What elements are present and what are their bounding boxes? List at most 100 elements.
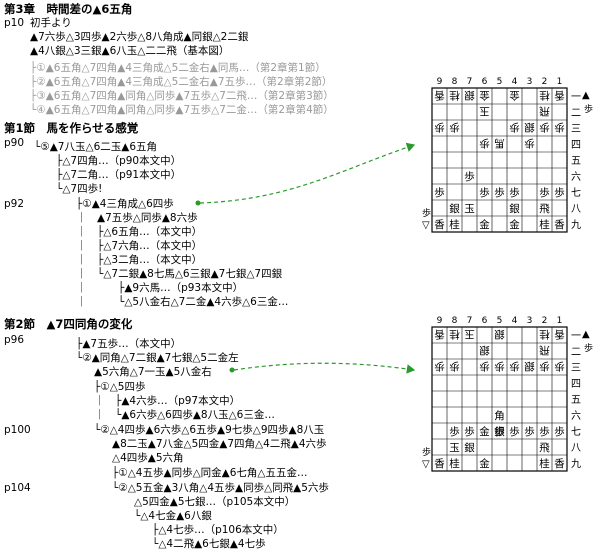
- gote-piece: 歩: [479, 360, 490, 373]
- arrow-to-board1: [199, 142, 416, 204]
- sente-piece: 桂: [539, 457, 550, 470]
- file-label: 4: [512, 316, 518, 326]
- gote-piece: 歩: [539, 121, 550, 134]
- move-line: ▲5六角△7一玉▲5八金右: [94, 366, 212, 378]
- sente-piece: 金: [509, 218, 520, 231]
- move-line: ▲8二玉▲7八金△5四金▲7四角△4二飛▲4六歩: [112, 438, 327, 450]
- rank-label: 七: [571, 426, 581, 438]
- sente-piece: 桂: [539, 218, 550, 231]
- arrow1-origin-dot: [195, 200, 201, 206]
- move-line: ├③▲6五角△7四角▲同角△同歩▲7五歩△7二飛…（第2章第3節）: [30, 90, 334, 102]
- gote-piece: 金: [479, 89, 490, 102]
- rank-label: 五: [571, 395, 581, 406]
- move-line: └△4七金▲6八銀: [134, 510, 212, 522]
- move-line: └⑤▲7八玉△6二玉▲6五角: [34, 141, 158, 153]
- move-line: ｜ ├△7六角…（本文中）: [76, 240, 203, 252]
- gote-piece: 金: [509, 89, 520, 102]
- sente-piece: 歩: [479, 186, 490, 199]
- sente-piece: 銀: [449, 202, 460, 215]
- rank-label: 九: [571, 458, 581, 470]
- page-ref-p92: p92: [4, 198, 25, 210]
- board-frame: [431, 87, 568, 233]
- gote-piece: 歩: [554, 360, 565, 373]
- gote-piece: 歩: [539, 360, 550, 373]
- move-line: 初手より: [30, 17, 72, 29]
- gote-piece: 歩: [449, 121, 460, 134]
- rank-label: 八: [571, 204, 581, 215]
- gote-hand-piece: 歩: [584, 342, 593, 354]
- move-line: ├①▲6五角△7四角▲4三角成△5二金右▲同馬…（第2章第1節）: [30, 62, 326, 74]
- sente-piece: 玉: [449, 442, 460, 454]
- sente-piece: 歩: [509, 186, 520, 199]
- gote-hand: ▲: [582, 329, 590, 340]
- gote-piece: 玉: [464, 328, 475, 340]
- sente-piece: 歩: [509, 425, 520, 438]
- file-label: 5: [497, 316, 503, 326]
- rank-label: 四: [571, 379, 581, 390]
- move-line: └②△5五金▲3八角△4五歩▲同歩△同飛▲5六歩: [112, 482, 329, 494]
- page-ref-p100: p100: [4, 424, 31, 436]
- gote-piece: 香: [554, 328, 565, 340]
- gote-piece: 銀: [464, 89, 475, 102]
- rank-label: 一: [571, 92, 581, 103]
- gote-piece: 飛: [539, 105, 550, 117]
- move-line: △4四歩▲5六角: [112, 452, 184, 464]
- sente-piece: 金: [479, 425, 490, 438]
- rank-label: 六: [571, 171, 581, 183]
- move-line: ├△7二角…（p91本文中）: [56, 169, 182, 181]
- sente-piece: 歩: [554, 425, 565, 438]
- chapter-title: 第3章 時間差の▲6五角: [4, 2, 133, 16]
- gote-piece: 歩: [509, 360, 520, 373]
- sente-hand-piece: 歩: [422, 446, 431, 458]
- sente-piece: 歩: [449, 425, 460, 438]
- rank-label: 一: [571, 331, 581, 342]
- page-ref-p104: p104: [4, 482, 31, 494]
- gote-piece: 銀: [494, 328, 505, 341]
- sente-piece: 香: [434, 458, 445, 470]
- gote-piece: 歩: [524, 137, 535, 150]
- sente-piece: 歩: [554, 186, 565, 199]
- gote-piece: 銀: [479, 344, 490, 357]
- sente-piece: 歩: [464, 170, 475, 183]
- file-label: 8: [452, 77, 458, 87]
- move-line: └②▲同角△7二銀▲7七銀△5二金左: [76, 352, 239, 364]
- move-line: └△4二飛▲6七銀▲4七歩: [152, 538, 266, 550]
- file-label: 5: [497, 77, 503, 87]
- sente-piece: 飛: [539, 442, 550, 454]
- sente-piece: 歩: [434, 186, 445, 199]
- rank-label: 八: [571, 443, 581, 454]
- rank-label: 二: [571, 347, 581, 358]
- sente-piece: 銀: [509, 202, 520, 215]
- gote-piece: 歩: [494, 360, 505, 373]
- gote-piece: 歩: [479, 137, 490, 150]
- sente-piece: 桂: [449, 457, 460, 470]
- gote-piece: 玉: [479, 105, 490, 117]
- sente-piece: 香: [554, 219, 565, 231]
- rank-label: 二: [571, 108, 581, 119]
- file-label: 4: [512, 77, 518, 87]
- move-line: ｜ └△7二銀▲8七馬△6三銀▲7七銀△7四銀: [76, 268, 283, 280]
- arrow-to-board2: [233, 362, 416, 374]
- gote-piece: 銀: [524, 360, 535, 373]
- section2-title: 第2節 ▲7四同角の変化: [4, 317, 133, 331]
- rank-label: 七: [571, 187, 581, 199]
- gote-piece: 桂: [449, 328, 460, 341]
- file-label: 3: [527, 316, 533, 326]
- move-line: ｜ ├▲4六歩…（p97本文中）: [94, 395, 241, 407]
- file-label: 6: [482, 316, 488, 326]
- gote-piece: 飛: [539, 344, 550, 356]
- sente-hand: ▽: [422, 220, 430, 231]
- move-line: ├②▲6五角△7四角▲4三角成△5二金右▲7五歩…（第2章第2節）: [30, 76, 333, 88]
- gote-piece: 桂: [539, 89, 550, 102]
- sente-hand: ▽: [422, 459, 430, 470]
- gote-piece: 香: [434, 89, 445, 101]
- gote-piece: 香: [434, 328, 445, 340]
- sente-piece: 香: [434, 219, 445, 231]
- sente-piece: 歩: [539, 186, 550, 199]
- gote-hand: ▲: [582, 90, 590, 101]
- rank-label: 三: [571, 124, 581, 135]
- move-line: ├①△4五歩▲同歩△同金▲6七角△五五金…: [112, 467, 308, 479]
- rank-label: 五: [571, 156, 581, 167]
- move-line: ├①▲4三角成△6四歩: [76, 198, 174, 210]
